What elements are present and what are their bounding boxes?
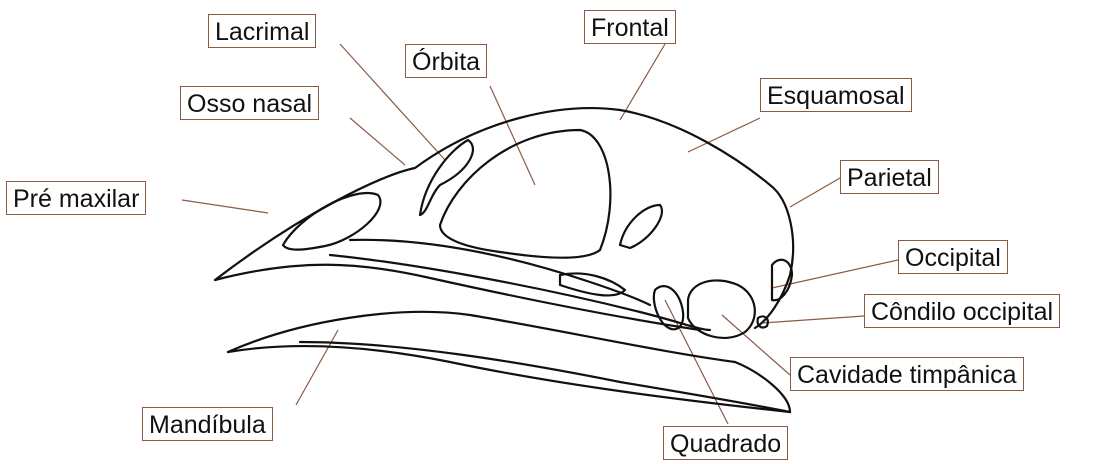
leader-quadrado xyxy=(665,300,728,424)
label-quadrado: Quadrado xyxy=(663,426,788,460)
label-osso-nasal: Osso nasal xyxy=(180,86,319,120)
leader-esquamosal xyxy=(688,118,760,152)
label-condilo-occipital: Côndilo occipital xyxy=(864,294,1060,328)
temporal-fossa xyxy=(620,205,662,248)
beak-lower-edge xyxy=(215,265,700,330)
label-cavidade-timpanica: Cavidade timpânica xyxy=(790,357,1024,391)
mandible-outline xyxy=(228,312,790,412)
leader-cavidade xyxy=(722,315,790,375)
label-pre-maxilar: Pré maxilar xyxy=(6,181,146,215)
label-mandibula: Mandíbula xyxy=(142,407,273,441)
tympanic-cavity xyxy=(688,280,755,338)
label-orbita: Órbita xyxy=(405,44,487,78)
leader-condilo xyxy=(762,316,864,323)
jugal-bar xyxy=(330,255,710,330)
label-frontal: Frontal xyxy=(584,10,676,44)
leader-pre-maxilar xyxy=(182,200,268,213)
orbit-outline xyxy=(440,130,610,258)
mandible-upper-edge xyxy=(228,312,735,362)
leader-osso-nasal xyxy=(350,118,405,165)
pterygoid xyxy=(560,273,625,295)
lacrimal-shape xyxy=(420,140,473,215)
label-lacrimal: Lacrimal xyxy=(208,14,316,48)
leader-frontal xyxy=(620,44,665,120)
skull-outline xyxy=(215,108,793,338)
label-esquamosal: Esquamosal xyxy=(760,78,912,112)
premaxilla-opening xyxy=(283,193,380,250)
label-parietal: Parietal xyxy=(840,160,939,194)
leader-parietal xyxy=(790,178,840,207)
leader-orbita xyxy=(490,86,535,185)
mandible-rear xyxy=(735,362,790,412)
label-occipital: Occipital xyxy=(898,240,1008,274)
